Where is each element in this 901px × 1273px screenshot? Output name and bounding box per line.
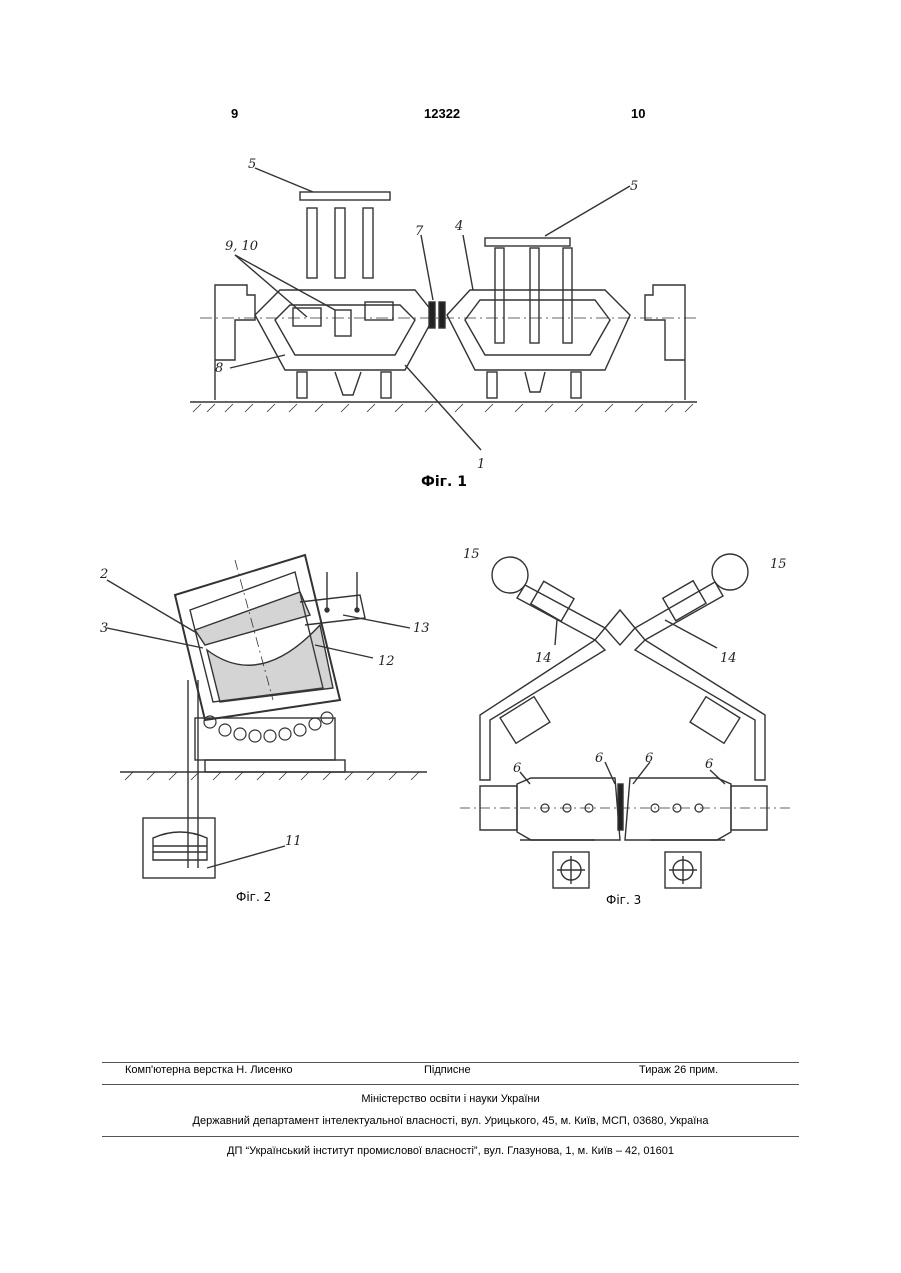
fig2-label-13: 13 — [413, 621, 430, 636]
fig2-label-2: 2 — [99, 567, 108, 582]
footer-signed: Підписне — [424, 1064, 471, 1076]
footer-rule-top — [102, 1062, 799, 1063]
fig2-label-11: 11 — [285, 834, 302, 849]
fig3-label-6-a: 6 — [513, 761, 521, 776]
fig2-label-12: 12 — [378, 654, 395, 669]
fig3-label-6-d: 6 — [705, 757, 713, 772]
patent-number: 12322 — [424, 106, 460, 121]
page-number-right: 10 — [631, 106, 645, 121]
fig3-label-15-left: 15 — [463, 547, 480, 562]
footer-typesetting: Комп'ютерна верстка Н. Лисенко — [125, 1064, 292, 1076]
figure-3-caption: Фіг. 3 — [606, 893, 641, 907]
page-number-left: 9 — [231, 106, 238, 121]
fig1-label-8: 8 — [215, 361, 223, 376]
fig3-label-6-b: 6 — [595, 751, 603, 766]
footer-rule-bottom — [102, 1136, 799, 1137]
footer-circulation: Тираж 26 прим. — [639, 1064, 718, 1076]
footer-department: Державний департамент інтелектуальної вл… — [0, 1115, 901, 1127]
fig3-label-14-right: 14 — [720, 651, 737, 666]
fig1-label-5-left: 5 — [248, 157, 256, 172]
fig3-label-15-right: 15 — [770, 557, 787, 572]
fig3-label-6-c: 6 — [645, 751, 653, 766]
fig1-label-9-10: 9, 10 — [225, 239, 258, 254]
fig1-label-5-right: 5 — [630, 179, 638, 194]
fig1-label-4: 4 — [454, 219, 463, 234]
figure-2-caption: Фіг. 2 — [236, 890, 271, 904]
figure-1-drawing: 5 9, 10 7 4 5 8 1 — [185, 150, 705, 475]
footer-rule-middle — [102, 1084, 799, 1085]
footer-institute: ДП “Український інститут промислової вла… — [0, 1145, 901, 1157]
footer-ministry: Міністерство освіти і науки України — [0, 1093, 901, 1105]
figure-1-caption: Фіг. 1 — [421, 474, 467, 490]
figure-3-drawing: 15 15 14 14 6 6 6 6 — [455, 540, 795, 892]
fig2-label-3: 3 — [100, 621, 108, 636]
fig1-label-1: 1 — [477, 457, 485, 472]
fig3-label-14-left: 14 — [535, 651, 552, 666]
figure-2-drawing: 2 3 13 12 11 — [95, 550, 435, 888]
fig1-label-7: 7 — [415, 224, 424, 239]
